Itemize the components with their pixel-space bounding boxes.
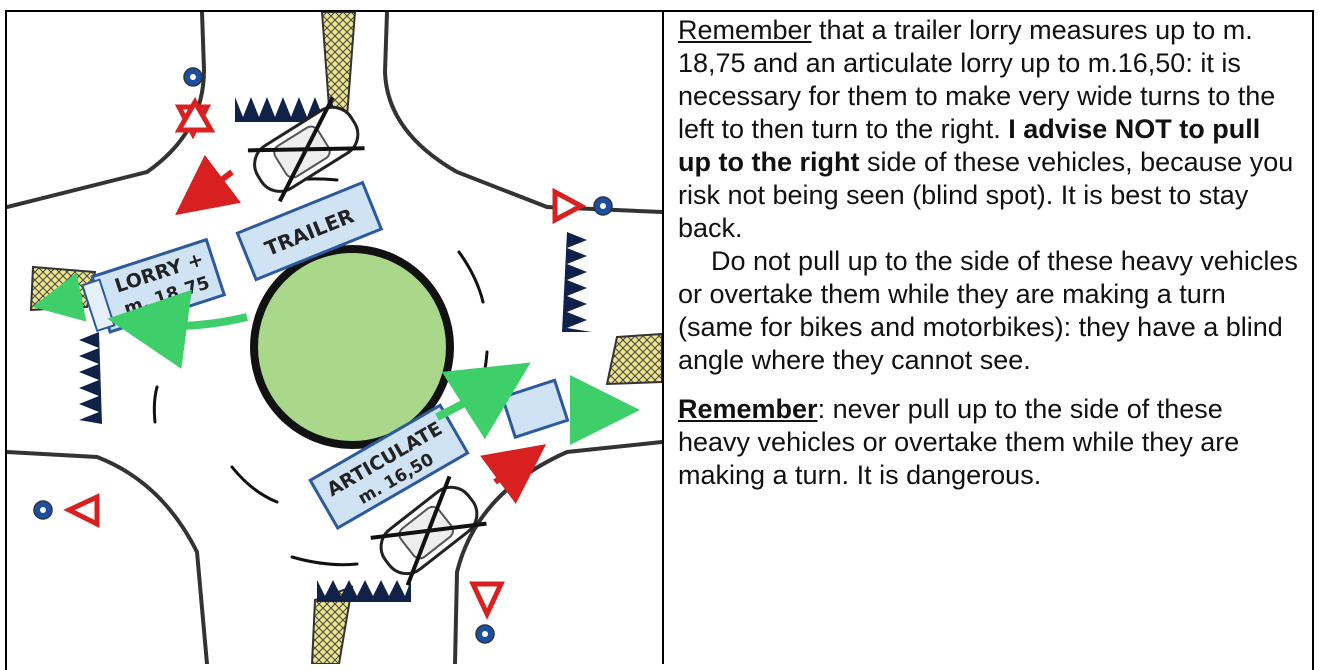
roundabout-sign-icon [476,625,494,643]
green-arrow [437,384,497,417]
roundabout-illustration: TRAILER LORRY + m. 18,75 ARTICULATE m. 1… [7,12,662,664]
roundabout-sign-icon [594,197,612,215]
roundabout-sign-icon [34,501,52,519]
yield-sign-icon [69,497,97,524]
explanation-text: Remember that a trailer lorry measures u… [678,14,1298,492]
yield-sign-icon [555,192,581,220]
paragraph-3: Remember: never pull up to the side of t… [678,393,1298,492]
remember-label: Remember [678,15,812,45]
articulate-cab [502,380,567,437]
green-arrow [147,317,247,326]
yield-sign-icon [473,584,501,614]
roundabout-sign-icon [184,68,202,86]
red-arrow [199,172,232,197]
yield-sign-icon [179,102,211,134]
column-divider [662,10,664,664]
paragraph-2: Do not pull up to the side of these heav… [678,245,1298,377]
paragraph-1: Remember that a trailer lorry measures u… [678,14,1298,245]
remember-bold-label: Remember [678,394,818,424]
